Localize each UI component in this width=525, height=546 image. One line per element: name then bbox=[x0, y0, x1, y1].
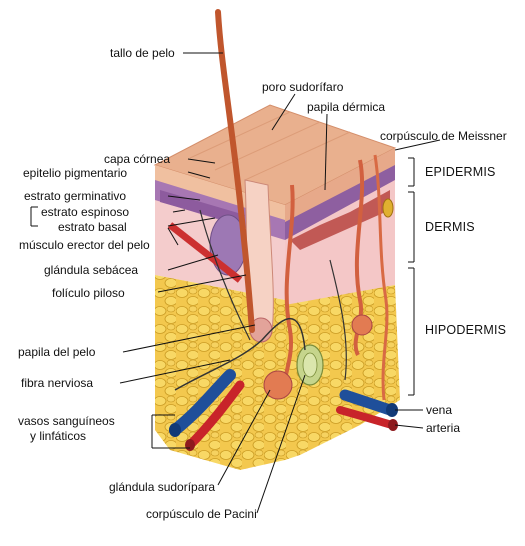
sweat-coil-2 bbox=[351, 314, 373, 336]
nerve-right bbox=[373, 154, 389, 401]
leader-lines bbox=[30, 52, 441, 514]
label-pacinian: corpúsculo de Pacini bbox=[146, 507, 257, 521]
meissner-corpuscle bbox=[382, 198, 394, 218]
label-arrector-muscle: músculo erector del pelo bbox=[19, 238, 150, 252]
label-artery: arteria bbox=[426, 421, 461, 435]
label-hair-shaft: tallo de pelo bbox=[110, 46, 175, 60]
hair-shaft bbox=[215, 9, 255, 333]
label-vein: vena bbox=[426, 403, 453, 417]
label-hypodermis: HIPODERMIS bbox=[425, 323, 507, 337]
label-stratum-corneum: capa córnea bbox=[104, 152, 171, 166]
sweat-coil bbox=[263, 370, 293, 400]
vessels-right bbox=[336, 389, 398, 431]
label-sweat-pore: poro sudorífaro bbox=[262, 80, 344, 94]
label-sweat-gland: glándula sudorípara bbox=[109, 480, 216, 494]
label-hair-follicle: folículo piloso bbox=[52, 286, 125, 300]
label-dermis: DERMIS bbox=[425, 220, 475, 234]
label-hair-papilla: papila del pelo bbox=[18, 345, 96, 359]
label-sebaceous-gland: glándula sebácea bbox=[44, 263, 139, 277]
arrector-muscle bbox=[167, 222, 243, 283]
label-vessels-1: vasos sanguíneos bbox=[18, 414, 115, 428]
label-meissner: corpúsculo de Meissner bbox=[380, 129, 507, 143]
label-vessels-2: y linfáticos bbox=[30, 429, 87, 443]
label-epidermis: EPIDERMIS bbox=[425, 165, 496, 179]
right-face bbox=[285, 148, 400, 460]
label-stratum-germinativum: estrato germinativo bbox=[24, 189, 127, 203]
label-pigment-epithelium: epitelio pigmentario bbox=[23, 166, 128, 180]
label-stratum-basale: estrato basal bbox=[58, 220, 127, 234]
sweat-duct-2 bbox=[353, 159, 365, 356]
label-stratum-spinosum: estrato espinoso bbox=[41, 205, 130, 219]
label-nerve-fiber: fibra nerviosa bbox=[21, 376, 94, 390]
label-dermal-papilla: papila dérmica bbox=[307, 100, 386, 114]
nerve-fiber bbox=[174, 317, 306, 391]
